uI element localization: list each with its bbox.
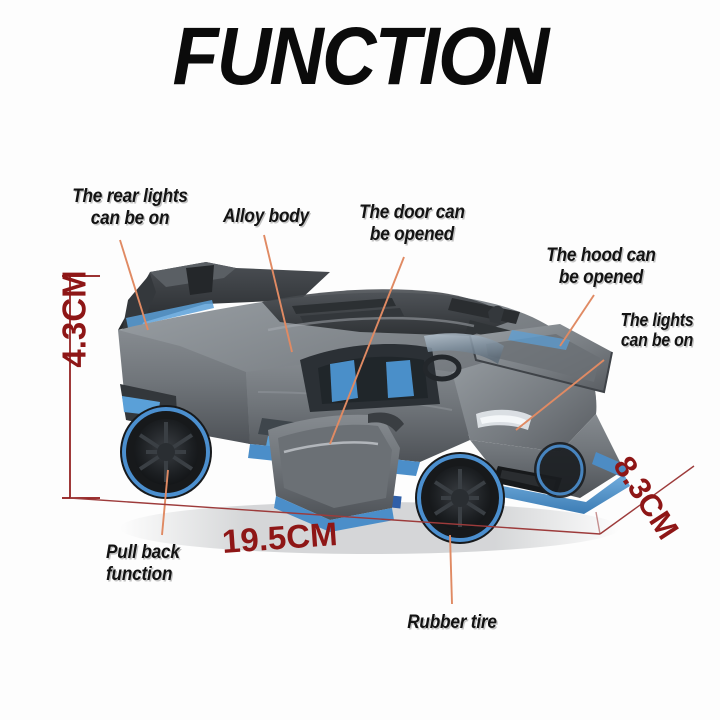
callout-hood-open: The hood can be opened [526, 244, 676, 289]
callout-lights-on-line2: can be on [620, 330, 694, 351]
dimension-line-width [599, 465, 695, 535]
leader-lines [119, 234, 605, 605]
callout-hood-open-line1: The hood can [546, 244, 656, 266]
leader-alloy-body [263, 234, 293, 353]
callout-door-open: The door can be opened [342, 201, 483, 246]
dimension-line-length [69, 497, 601, 535]
hood-open [469, 324, 613, 394]
callout-hood-open-line2: be opened [558, 265, 644, 288]
headlight [476, 409, 532, 430]
callout-door-open-line1: The door can [359, 201, 465, 223]
dimension-length-label: 19.5CM [220, 515, 339, 560]
callout-pull-back: Pull back function [106, 541, 264, 586]
callout-alloy-body: Alloy body [204, 205, 327, 228]
leader-hood-open [559, 294, 595, 347]
callout-rear-lights-line1: The rear lights [72, 185, 188, 207]
door-open [268, 412, 404, 532]
interior [300, 305, 504, 412]
callout-rubber-tire-line1: Rubber tire [407, 611, 497, 633]
callout-lights-on: The lights can be on [603, 310, 710, 350]
callout-pull-back-line2: function [106, 562, 173, 585]
front-wheel [415, 452, 505, 544]
leader-rear-lights [119, 239, 149, 331]
leader-pull-back [161, 469, 169, 536]
leader-door-open [329, 256, 405, 445]
dimension-lines [62, 275, 695, 535]
callout-rear-lights: The rear lights can be on [51, 185, 209, 230]
leader-rubber-tire [449, 534, 453, 605]
callout-door-open-line2: be opened [369, 222, 455, 245]
leader-lights-on [515, 359, 605, 431]
callout-alloy-body-line1: Alloy body [223, 205, 309, 227]
callout-pull-back-line1: Pull back [106, 541, 180, 563]
callout-lights-on-line1: The lights [620, 310, 694, 330]
dimension-height-label: 4.3CM [55, 270, 93, 368]
rear-wing [118, 262, 330, 332]
callout-rear-lights-line2: can be on [90, 206, 170, 229]
callout-rubber-tire: Rubber tire [382, 611, 523, 634]
page-title: FUNCTION [172, 11, 549, 102]
